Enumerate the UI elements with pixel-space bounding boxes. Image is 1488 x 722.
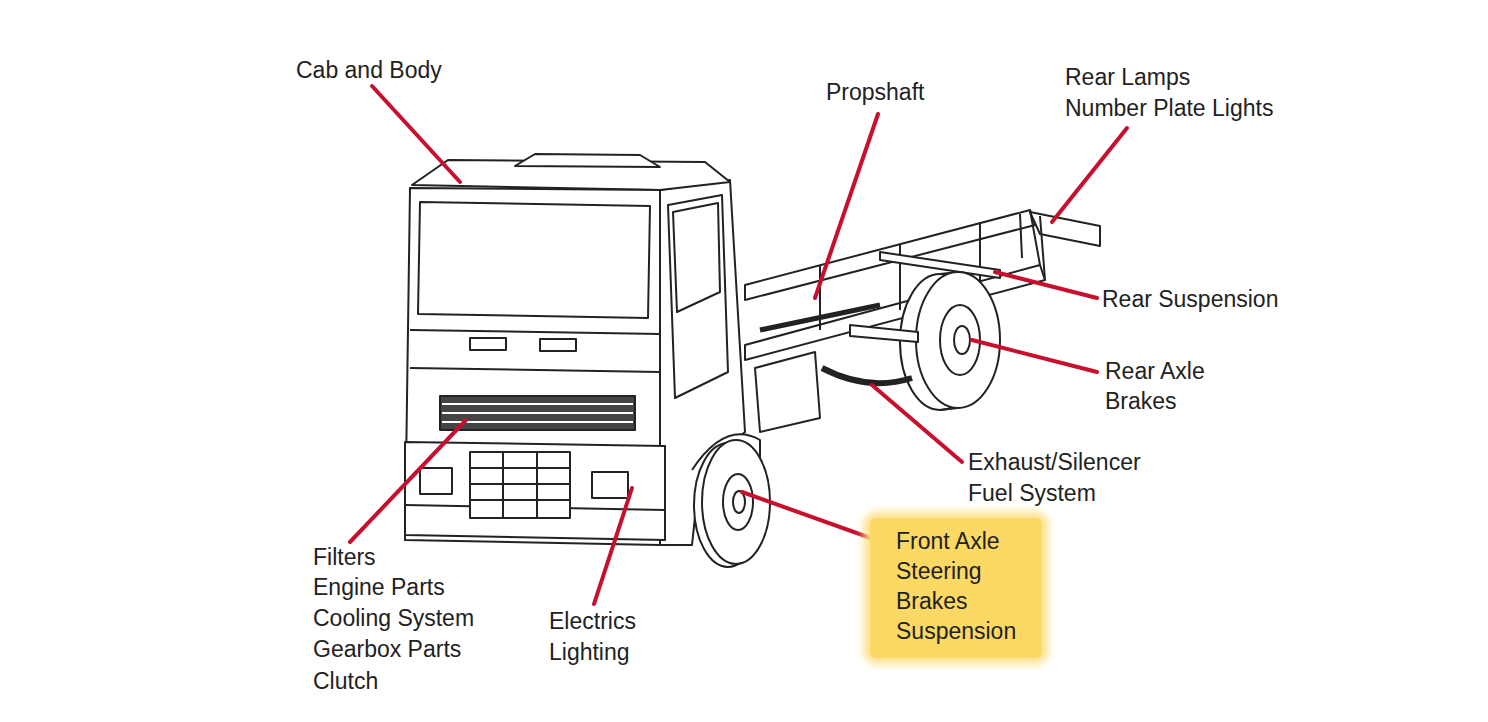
front-hub — [723, 474, 753, 530]
cab-door — [668, 195, 728, 398]
fog-lamp — [592, 472, 628, 498]
bumper — [405, 442, 665, 540]
grille — [440, 396, 635, 430]
cab-window — [673, 203, 720, 312]
cab-front — [405, 188, 660, 545]
part-label: Steering — [896, 556, 1032, 586]
part-label: Fuel System — [968, 479, 1096, 507]
part-label: Number Plate Lights — [1065, 94, 1273, 122]
leader-line — [815, 114, 878, 298]
rear-hub — [954, 326, 970, 354]
part-label: Clutch — [313, 667, 378, 695]
propshaft — [760, 305, 880, 330]
leader-line — [972, 340, 1097, 372]
part-label: Gearbox Parts — [313, 635, 461, 663]
part-label: Suspension — [896, 616, 1032, 646]
lower-grille-slats — [470, 452, 570, 518]
leader-line — [995, 272, 1097, 298]
part-label: Engine Parts — [313, 573, 445, 601]
roof-hatch — [515, 154, 660, 167]
badge — [470, 338, 506, 350]
part-label: Front Axle — [896, 526, 1032, 556]
badge — [540, 339, 576, 351]
fuel-tank — [755, 352, 820, 432]
lower-grille — [470, 452, 570, 518]
rear-lamp-bar — [1020, 214, 1045, 280]
highlight-band: Front AxleSteeringBrakesSuspension — [870, 518, 1042, 658]
leader-line — [1052, 128, 1127, 222]
part-label: Exhaust/Silencer — [968, 448, 1141, 476]
part-label: Lighting — [549, 638, 630, 666]
part-label: Rear Lamps — [1065, 63, 1190, 91]
part-label: Brakes — [1105, 387, 1177, 415]
leader-line — [350, 420, 466, 542]
panel-line — [410, 330, 660, 372]
part-label: Rear Suspension — [1102, 285, 1278, 313]
front-tyre — [702, 440, 770, 564]
leader-line — [372, 86, 460, 182]
part-label: Electrics — [549, 607, 636, 635]
rear-axle — [850, 325, 918, 342]
exhaust-pipe — [822, 368, 912, 383]
part-label: Brakes — [896, 586, 1032, 616]
part-label: Cab and Body — [296, 56, 442, 84]
windscreen — [418, 202, 650, 318]
rear-tyre — [916, 272, 1000, 408]
fog-lamp — [420, 468, 452, 494]
part-label: Filters — [313, 543, 376, 571]
part-label: Cooling System — [313, 604, 474, 632]
leader-line — [872, 385, 962, 462]
part-label: Rear Axle — [1105, 357, 1205, 385]
leader-line — [594, 488, 632, 604]
grille-slats — [442, 404, 633, 422]
part-label: Propshaft — [826, 78, 924, 106]
